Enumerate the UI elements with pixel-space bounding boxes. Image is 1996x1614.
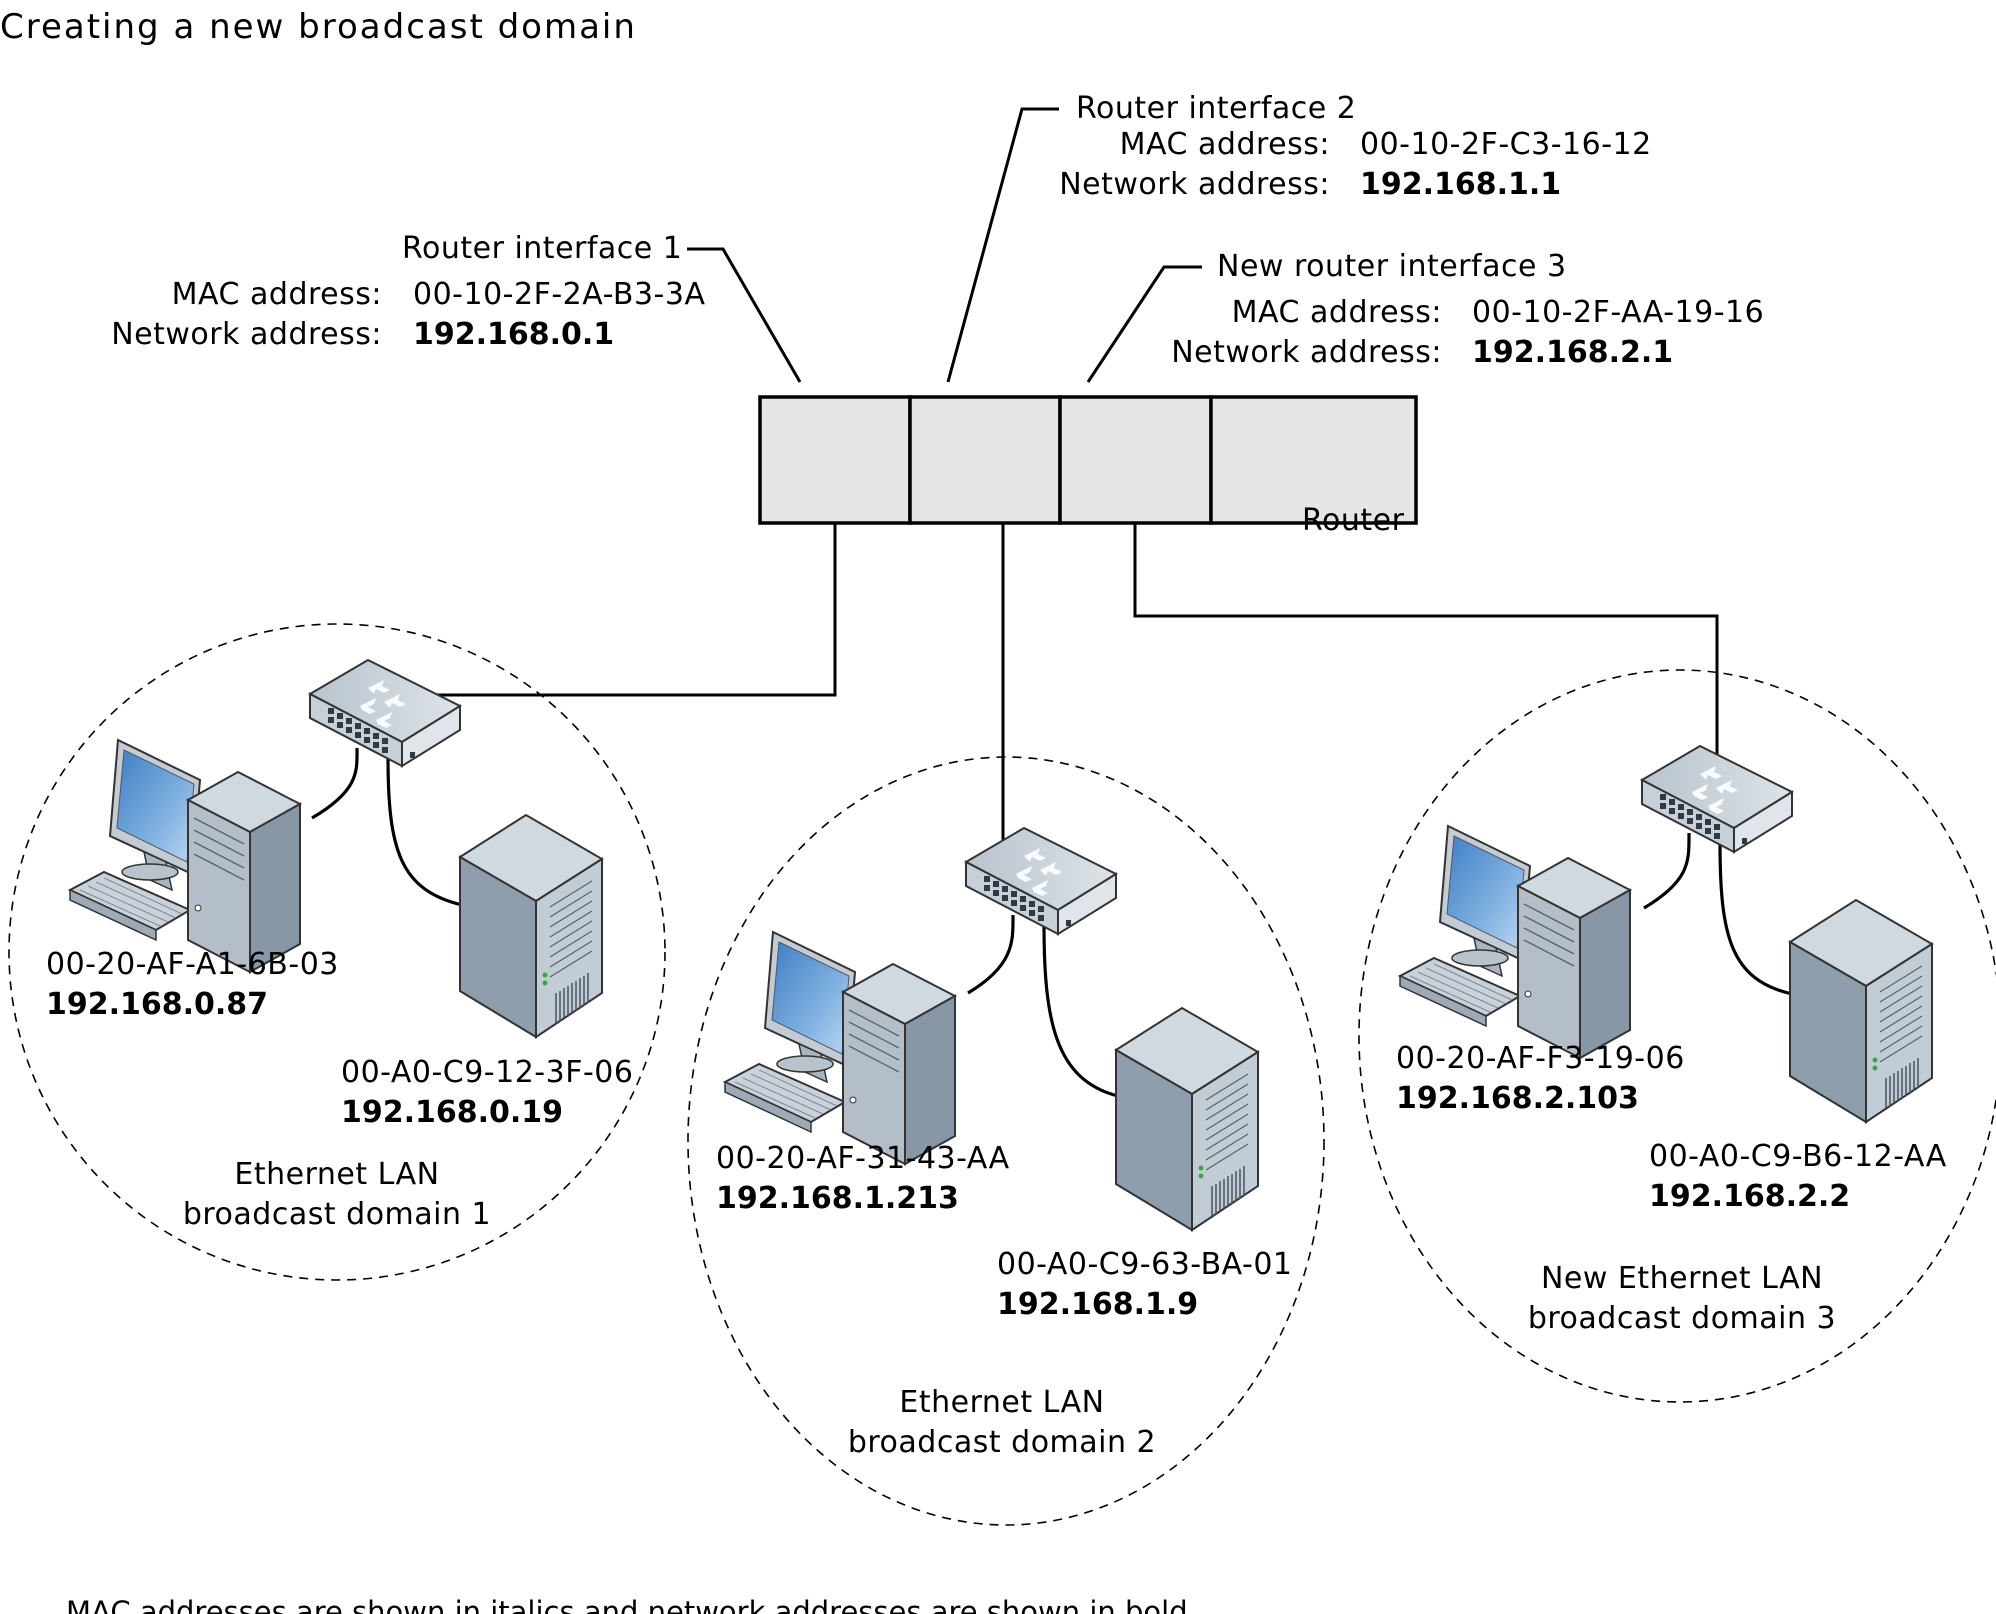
interface-1-mac: 00-10-2F-2A-B3-3A bbox=[413, 277, 705, 312]
workstation-2-ip: 192.168.1.213 bbox=[716, 1181, 959, 1216]
broadcast-domain-2-boundary bbox=[687, 756, 1325, 1526]
interface-3-mac: 00-10-2F-AA-19-16 bbox=[1472, 295, 1764, 330]
workstation-1-mac: 00-20-AF-A1-6B-03 bbox=[46, 947, 339, 982]
cable-switch2-workstation bbox=[967, 914, 1015, 995]
workstation-1-ip: 192.168.0.87 bbox=[46, 987, 268, 1022]
broadcast-domain-1-boundary bbox=[8, 623, 666, 1281]
switch-2-icon bbox=[965, 827, 1117, 935]
domain-3-label-line2: broadcast domain 3 bbox=[1528, 1301, 1836, 1336]
cable-switch2-server bbox=[1042, 923, 1119, 1098]
router-label: Router bbox=[1302, 503, 1405, 538]
interface-2-name: Router interface 2 bbox=[1076, 91, 1356, 126]
switch-3-icon bbox=[1641, 745, 1793, 853]
server-3-ip: 192.168.2.2 bbox=[1649, 1179, 1850, 1214]
interface-1-mac-label: MAC address: bbox=[172, 277, 382, 312]
cable-switch1-server bbox=[386, 756, 463, 907]
interface-2-ip: 192.168.1.1 bbox=[1360, 167, 1561, 202]
router bbox=[758, 395, 1418, 525]
server-2-icon bbox=[1115, 1007, 1259, 1231]
interface-1-name: Router interface 1 bbox=[402, 231, 682, 266]
workstation-3-mac: 00-20-AF-F3-19-06 bbox=[1396, 1041, 1685, 1076]
interface-3-net-label: Network address: bbox=[1171, 335, 1442, 370]
interface-2-mac: 00-10-2F-C3-16-12 bbox=[1360, 127, 1652, 162]
server-1-mac: 00-A0-C9-12-3F-06 bbox=[341, 1055, 633, 1090]
interface-1-net-label: Network address: bbox=[111, 317, 382, 352]
link-router-to-switch-1 bbox=[430, 523, 837, 697]
interface-2-mac-label: MAC address: bbox=[1120, 127, 1330, 162]
interface-3-leader-line bbox=[1086, 265, 1202, 383]
switch-1-icon bbox=[309, 659, 461, 767]
figure-footnote: MAC addresses are shown in italics and n… bbox=[66, 1595, 1197, 1614]
workstation-2-mac: 00-20-AF-31-43-AA bbox=[716, 1141, 1010, 1176]
cable-switch3-workstation bbox=[1643, 832, 1691, 910]
interface-3-mac-label: MAC address: bbox=[1232, 295, 1442, 330]
interface-3-name: New router interface 3 bbox=[1217, 249, 1567, 284]
server-1-ip: 192.168.0.19 bbox=[341, 1095, 563, 1130]
interface-3-ip: 192.168.2.1 bbox=[1472, 335, 1673, 370]
link-router-to-switch-3 bbox=[1133, 523, 1719, 760]
figure-title: Creating a new broadcast domain bbox=[0, 7, 637, 47]
domain-1-label-line1: Ethernet LAN bbox=[234, 1157, 439, 1192]
interface-2-net-label: Network address: bbox=[1059, 167, 1330, 202]
workstation-3-ip: 192.168.2.103 bbox=[1396, 1081, 1639, 1116]
router-interface-2-port bbox=[908, 395, 1062, 525]
interface-1-leader-line bbox=[687, 247, 802, 383]
domain-2-label-line1: Ethernet LAN bbox=[899, 1385, 1104, 1420]
router-body bbox=[1209, 395, 1418, 525]
cable-switch3-server bbox=[1718, 841, 1793, 996]
server-1-icon bbox=[459, 814, 603, 1038]
server-2-ip: 192.168.1.9 bbox=[997, 1287, 1198, 1322]
cable-switch1-workstation bbox=[311, 747, 359, 820]
domain-2-label-line2: broadcast domain 2 bbox=[848, 1425, 1156, 1460]
server-2-mac: 00-A0-C9-63-BA-01 bbox=[997, 1247, 1293, 1282]
workstation-3-icon bbox=[1399, 825, 1631, 1059]
workstation-2-icon bbox=[724, 931, 956, 1165]
server-3-mac: 00-A0-C9-B6-12-AA bbox=[1649, 1139, 1947, 1174]
router-interface-1-port bbox=[758, 395, 912, 525]
interface-2-leader-line bbox=[946, 107, 1059, 383]
broadcast-domain-3-boundary bbox=[1358, 669, 1996, 1403]
interface-1-ip: 192.168.0.1 bbox=[413, 317, 614, 352]
domain-3-label-line1: New Ethernet LAN bbox=[1541, 1261, 1823, 1296]
server-3-icon bbox=[1789, 899, 1933, 1123]
domain-1-label-line2: broadcast domain 1 bbox=[183, 1197, 491, 1232]
router-interface-3-port bbox=[1058, 395, 1213, 525]
workstation-1-icon bbox=[69, 739, 301, 973]
